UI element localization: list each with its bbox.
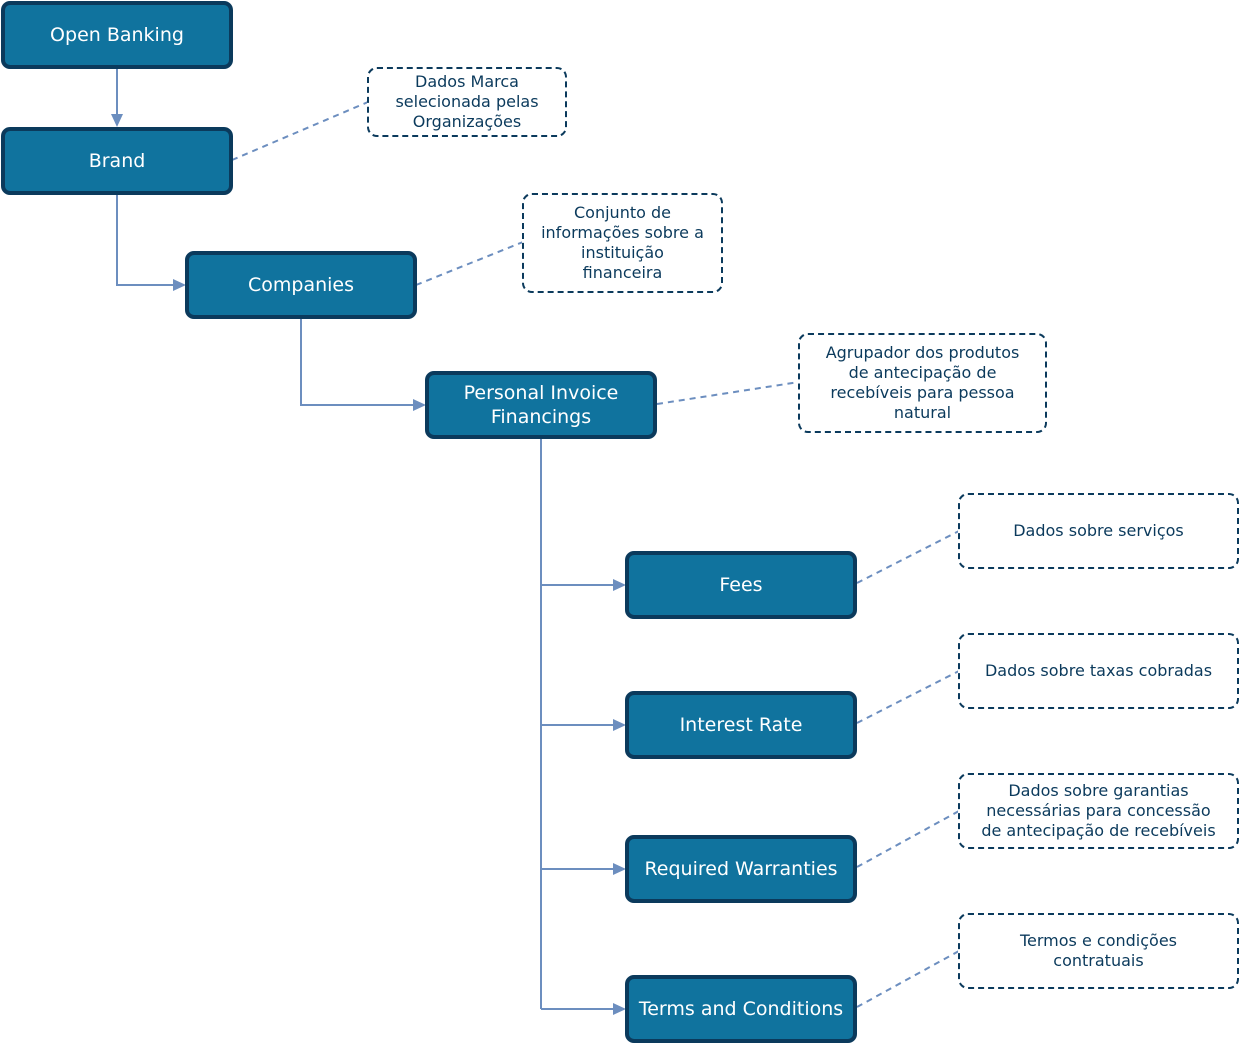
link-required-warranties-note [856,810,960,868]
node-companies[interactable]: Companies [185,251,417,319]
arrowhead-fees [613,579,626,591]
arrowhead-companies [173,279,186,291]
note-terms-and-conditions: Termos e condições contratuais [958,913,1239,989]
link-interest-rate-note [856,670,960,724]
node-terms-and-conditions[interactable]: Terms and Conditions [625,975,857,1043]
arrowhead-interest-rate [613,719,626,731]
link-terms-and-conditions-note [856,950,960,1008]
edge-brand-companies [116,194,175,286]
arrowhead-terms-and-conditions [613,1003,626,1015]
edge-companies-pif [300,318,415,406]
link-pif-note [656,381,800,405]
link-companies-note [415,241,524,286]
node-required-warranties[interactable]: Required Warranties [625,835,857,903]
node-personal-invoice-financings[interactable]: Personal Invoice Financings [425,371,657,439]
link-fees-note [856,530,960,584]
arrowhead-brand [111,114,123,127]
node-brand[interactable]: Brand [1,127,233,195]
note-required-warranties: Dados sobre garantias necessárias para c… [958,773,1239,849]
arrowhead-pif [413,399,426,411]
note-personal-invoice-financings: Agrupador dos produtos de antecipação de… [798,333,1047,433]
note-companies: Conjunto de informações sobre a institui… [522,193,723,293]
node-open-banking[interactable]: Open Banking [1,1,233,69]
arrowhead-required-warranties [613,863,626,875]
node-interest-rate[interactable]: Interest Rate [625,691,857,759]
note-fees: Dados sobre serviços [958,493,1239,569]
link-brand-note [231,101,369,161]
note-interest-rate: Dados sobre taxas cobradas [958,633,1239,709]
node-fees[interactable]: Fees [625,551,857,619]
note-brand: Dados Marca selecionada pelas Organizaçõ… [367,67,567,137]
